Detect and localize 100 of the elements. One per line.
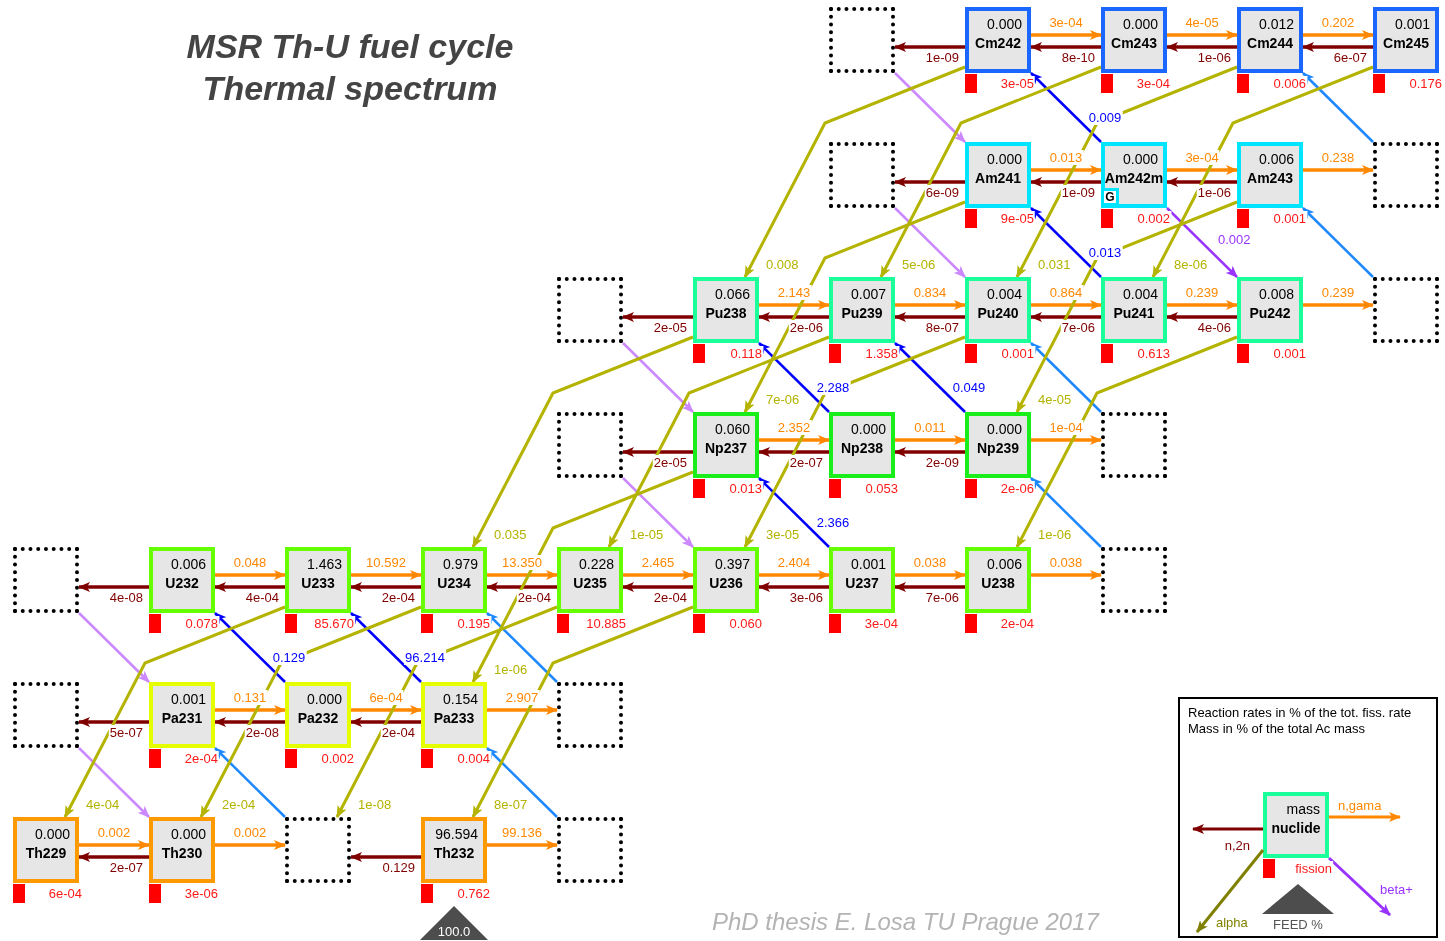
empty-nuclide-box <box>829 142 895 208</box>
nuclide-name: Pu242 <box>1248 305 1292 321</box>
arrow <box>1195 849 1265 933</box>
empty-nuclide-box <box>557 817 623 883</box>
edge-label: n,2n <box>1223 838 1251 853</box>
edge-label: 2e-05 <box>652 455 688 470</box>
arrow <box>486 612 558 683</box>
nuclide-box <box>829 277 895 343</box>
edge-label: 0.131 <box>232 690 268 705</box>
edge-label: 0.834 <box>912 285 948 300</box>
arrow <box>1030 207 1102 278</box>
fission-rate: 3e-04 <box>863 616 899 631</box>
edge-label: 0.238 <box>1320 150 1356 165</box>
mass-value: 0.979 <box>442 556 478 572</box>
empty-nuclide-box <box>13 547 79 613</box>
mass-value: 0.001 <box>170 691 206 707</box>
edge-label: 0.202 <box>1320 15 1356 30</box>
edge-label: 0.035 <box>493 527 528 542</box>
arrow <box>214 747 286 818</box>
arrow <box>487 840 558 850</box>
arrow <box>1030 477 1102 548</box>
mass-value: 0.060 <box>714 421 750 437</box>
arrow <box>1031 570 1102 580</box>
arrow <box>895 300 966 310</box>
edge-label: 5e-06 <box>901 257 937 272</box>
arrow <box>1303 30 1374 40</box>
edge-label: 3e-05 <box>765 527 801 542</box>
fission-rate: 2e-06 <box>999 481 1035 496</box>
arrow <box>350 582 421 592</box>
arrow <box>895 570 966 580</box>
legend-note: Mass in % of the total Ac mass <box>1188 721 1366 736</box>
edge-label: 0.002 <box>96 825 132 840</box>
nuclide-name: U238 <box>980 575 1016 591</box>
fission-rate: 0.118 <box>729 346 763 361</box>
arrow <box>1329 812 1401 822</box>
edge-label: 1e-08 <box>357 797 393 812</box>
arrow <box>895 435 966 445</box>
nuclide-box <box>693 547 759 613</box>
fission-rate: 0.613 <box>1136 346 1171 361</box>
nuclide-name: U232 <box>164 575 200 591</box>
fission-rate: 0.006 <box>1272 76 1307 91</box>
arrow <box>1030 177 1101 187</box>
nuclide-name: nuclide <box>1270 820 1322 836</box>
edge-label: 4e-04 <box>85 797 121 812</box>
edge-label: 8e-07 <box>924 320 960 335</box>
nuclide-box <box>1263 792 1329 858</box>
edge-label: 8e-06 <box>1173 257 1209 272</box>
nuclide-name: Am243 <box>1246 170 1294 186</box>
arrow <box>1031 30 1102 40</box>
edge-label: 2.352 <box>776 420 812 435</box>
edge-label: 1e-06 <box>493 662 529 677</box>
arrow <box>350 852 421 862</box>
edge-label: 2.404 <box>776 555 812 570</box>
arrow <box>894 312 965 322</box>
arrow <box>758 312 829 322</box>
arrow <box>487 705 558 715</box>
arrow <box>215 570 286 580</box>
arrow <box>486 747 558 818</box>
mass-value: 0.004 <box>1122 286 1158 302</box>
mass-value: 0.001 <box>1394 16 1430 32</box>
nuclide-name: U233 <box>300 575 336 591</box>
mass-value: 0.006 <box>986 556 1022 572</box>
nuclide-box <box>1101 142 1167 208</box>
arrow <box>1192 824 1263 834</box>
arrow <box>1030 42 1101 52</box>
arrow <box>1302 207 1374 278</box>
nuclide-box <box>1237 7 1303 73</box>
arrow <box>1166 312 1237 322</box>
legend-note: Reaction rates in % of the tot. fiss. rate <box>1188 705 1412 720</box>
empty-nuclide-box <box>557 682 623 748</box>
edge-label: 6e-04 <box>368 690 404 705</box>
mass-value: 0.000 <box>1122 151 1158 167</box>
nuclide-name: U236 <box>708 575 744 591</box>
arrow <box>1303 165 1374 175</box>
edge-label: 4e-06 <box>1196 320 1232 335</box>
nuclide-box <box>693 412 759 478</box>
arrow <box>894 42 965 52</box>
arrow <box>622 312 693 322</box>
arrow <box>214 582 285 592</box>
arrow <box>894 177 965 187</box>
edge-label: 0.048 <box>232 555 268 570</box>
arrow <box>622 477 694 548</box>
nuclide-name: U234 <box>436 575 472 591</box>
fission-rate: 2e-04 <box>183 751 219 766</box>
edge-label: 4e-08 <box>108 590 144 605</box>
nuclide-name: Th230 <box>160 845 204 861</box>
arrow <box>214 612 286 683</box>
nuclide-name: Np237 <box>704 440 748 456</box>
arrow <box>607 335 830 548</box>
nuclide-name: Am241 <box>974 170 1022 186</box>
fission-rate: 0.053 <box>864 481 899 496</box>
arrow <box>759 570 830 580</box>
nuclide-box <box>693 277 759 343</box>
fission-rate: fission <box>1294 861 1333 876</box>
arrow <box>743 200 966 413</box>
arrow <box>1327 856 1392 917</box>
nuclide-name: Pu241 <box>1112 305 1156 321</box>
edge-label: 0.008 <box>765 257 800 272</box>
edge-label: 0.002 <box>1217 232 1252 247</box>
fission-rate: 0.013 <box>728 481 763 496</box>
